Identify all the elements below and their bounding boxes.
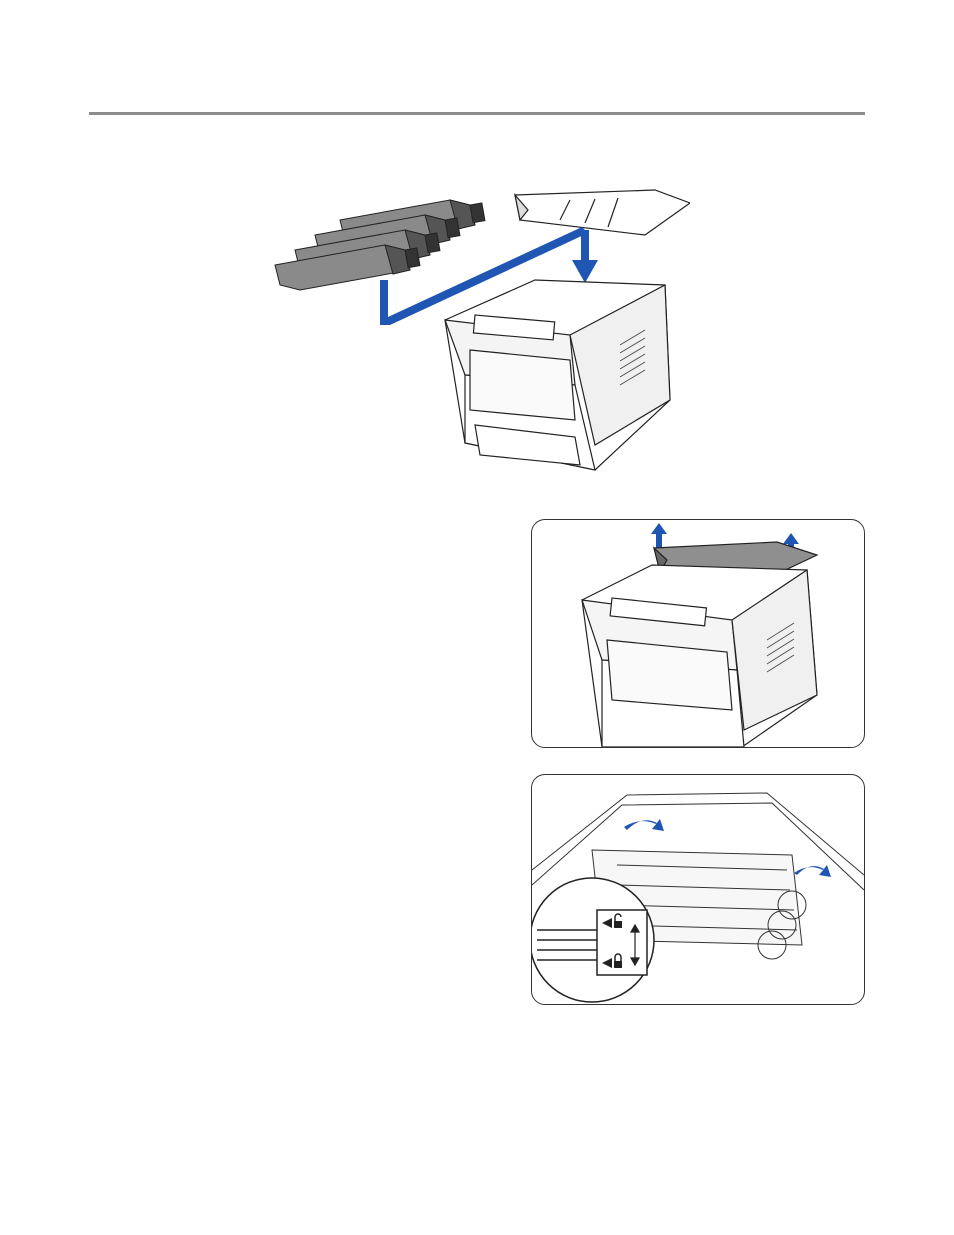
printer-top-cover-lift-icon: [532, 520, 864, 747]
printer-icon: [445, 280, 670, 470]
header-rule: [89, 112, 865, 115]
zoom-detail-circle: [532, 878, 654, 1002]
lever-release-panel: [531, 774, 865, 1005]
overview-figure: [270, 175, 690, 475]
printer-toner-install-icon: [270, 175, 690, 475]
toner-lock-lever-icon: [532, 775, 864, 1004]
cover-removal-panel: [531, 519, 865, 748]
printer-icon: [582, 565, 817, 747]
toner-cartridges-icon: [275, 200, 485, 290]
top-cover-icon: [515, 190, 690, 235]
